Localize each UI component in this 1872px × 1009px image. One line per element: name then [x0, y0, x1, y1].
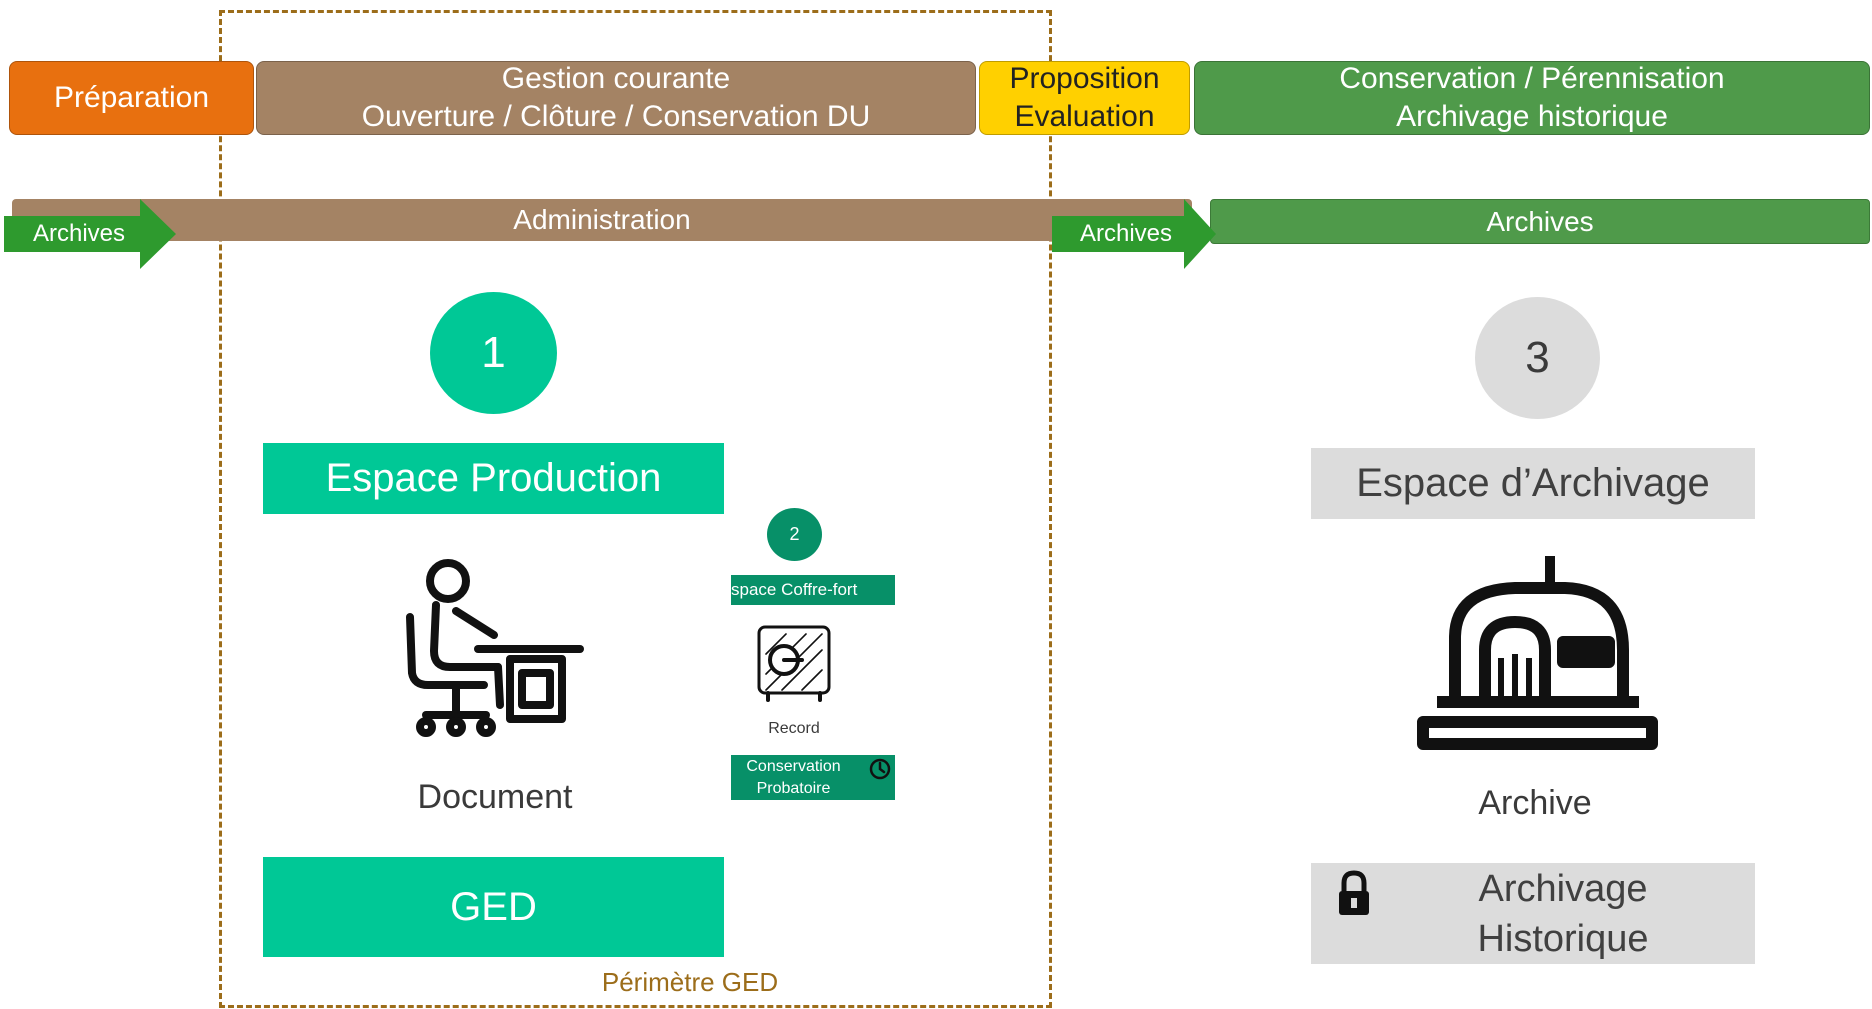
- espace-production-label: Espace Production: [325, 456, 662, 500]
- clock-icon: [869, 758, 891, 780]
- ged-box: GED: [263, 857, 724, 957]
- archive-caption-label: Archive: [1478, 783, 1592, 822]
- espace-archivage-label: Espace d’Archivage: [1356, 461, 1710, 505]
- espace-coffre-fort-label: space Coffre-fort: [731, 580, 858, 599]
- step-1-number: 1: [481, 328, 506, 377]
- archives-arrow-left-label: Archives: [32, 220, 126, 247]
- safe-icon: [756, 624, 832, 704]
- phase-proposition-evaluation: Proposition Evaluation: [979, 61, 1190, 135]
- perimetre-ged-text: Périmètre GED: [601, 966, 779, 997]
- espace-coffre-fort-box: space Coffre-fort: [731, 575, 895, 605]
- phase-gestion-courante: Gestion courante Ouverture / Clôture / C…: [256, 61, 976, 135]
- step-3-circle: 3: [1475, 297, 1600, 419]
- phase-proposition-line2: Evaluation: [1014, 100, 1155, 133]
- perimetre-ged-label: Périmètre GED: [575, 965, 805, 999]
- archives-bar: Archives: [1210, 199, 1870, 244]
- document-caption: Document: [380, 772, 610, 822]
- phase-preparation-label: Préparation: [53, 81, 210, 114]
- phase-proposition-line1: Proposition: [1009, 62, 1160, 95]
- conservation-probatoire-box: Conservation Probatoire: [731, 755, 895, 800]
- phase-gestion-line2: Ouverture / Clôture / Conservation DU: [361, 100, 871, 133]
- person-at-desk-icon: [398, 555, 598, 740]
- archives-bar-label: Archives: [1486, 205, 1594, 237]
- administration-label: Administration: [513, 204, 691, 235]
- document-caption-label: Document: [417, 777, 573, 816]
- phase-conservation: Conservation / Pérennisation Archivage h…: [1194, 61, 1870, 135]
- administration-bar: Administration: [12, 199, 1192, 241]
- ged-label: GED: [450, 884, 537, 929]
- archive-vault-icon: [1415, 550, 1660, 755]
- archives-arrow-middle-label: Archives: [1079, 220, 1173, 247]
- phase-preparation: Préparation: [9, 61, 254, 135]
- conservation-probatoire-line1: Conservation: [746, 758, 841, 775]
- step-3-number: 3: [1525, 333, 1550, 382]
- step-2-number: 2: [789, 524, 800, 544]
- archivage-historique-line1: Archivage: [1478, 867, 1648, 910]
- record-caption-label: Record: [768, 720, 820, 737]
- step-2-circle: 2: [767, 508, 822, 561]
- archives-arrow-left: Archives: [4, 199, 176, 269]
- arrow-shape-left: [4, 199, 176, 269]
- espace-archivage-box: Espace d’Archivage: [1311, 448, 1755, 519]
- phase-conservation-line2: Archivage historique: [1396, 100, 1668, 133]
- step-1-circle: 1: [430, 292, 557, 414]
- phase-gestion-line1: Gestion courante: [501, 62, 731, 95]
- ged-perimeter-border: [219, 10, 1052, 1008]
- arrow-shape-middle: [1052, 199, 1216, 269]
- archive-caption: Archive: [1440, 778, 1630, 828]
- espace-production-box: Espace Production: [263, 443, 724, 514]
- phase-conservation-line1: Conservation / Pérennisation: [1339, 62, 1725, 95]
- archivage-historique-line2: Historique: [1477, 917, 1649, 960]
- conservation-probatoire-line2: Probatoire: [756, 780, 831, 797]
- archivage-historique-box: Archivage Historique: [1311, 863, 1755, 964]
- record-caption: Record: [752, 716, 836, 742]
- archives-arrow-middle: Archives: [1052, 199, 1216, 269]
- lock-icon: [1335, 869, 1373, 917]
